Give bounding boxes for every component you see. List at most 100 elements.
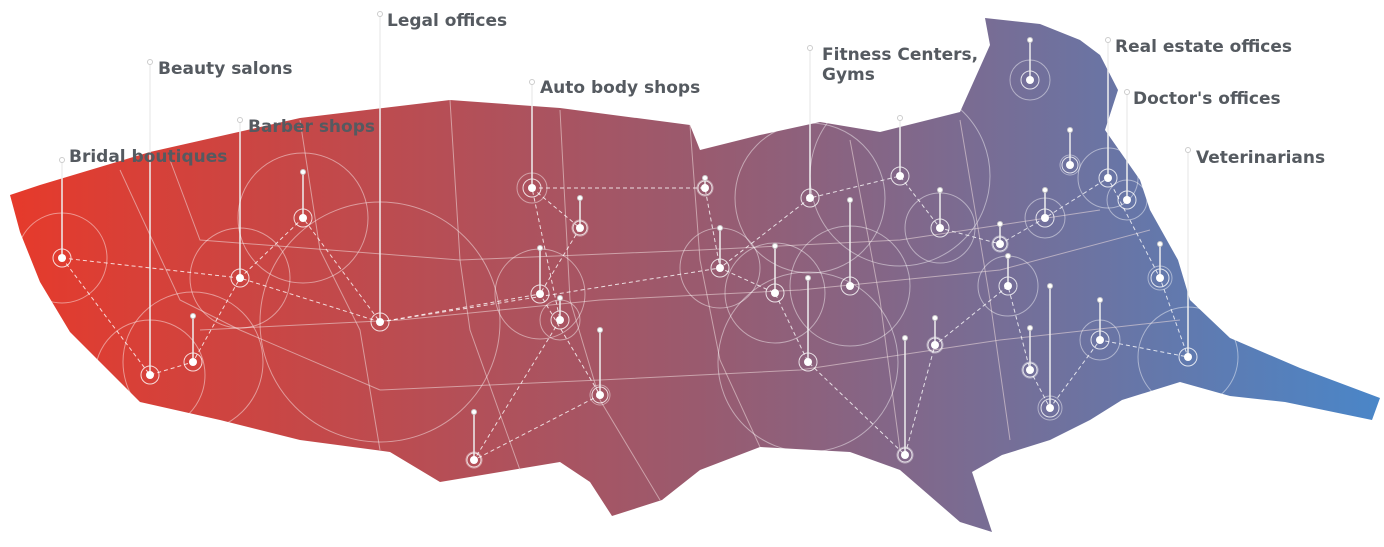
pin-dot [1066, 161, 1074, 169]
pin-head [577, 195, 583, 201]
pin-head [897, 115, 903, 121]
pin-head [237, 117, 243, 123]
location-pin [1021, 325, 1039, 379]
pin-head [932, 315, 938, 321]
label-doctors-offices: Doctor's offices [1133, 89, 1281, 109]
pin-dot [236, 274, 244, 282]
location-pin [734, 45, 886, 274]
location-pin [809, 85, 991, 267]
location-pin [724, 242, 826, 344]
us-outline [10, 18, 1380, 532]
pin-head [147, 59, 153, 65]
pin-head [597, 327, 603, 333]
location-pin [589, 327, 611, 406]
pin-head [902, 335, 908, 341]
pin-head [997, 221, 1003, 227]
pin-dot [1096, 336, 1104, 344]
pin-head [557, 295, 563, 301]
pin-dot [936, 224, 944, 232]
location-pin [904, 187, 976, 264]
pin-dot [716, 264, 724, 272]
pin-dot [1046, 404, 1054, 412]
location-pin [679, 225, 761, 309]
label-real-estate-offices: Real estate offices [1115, 37, 1293, 57]
pin-dot [189, 358, 197, 366]
pin-dot [146, 371, 154, 379]
pin-head [805, 275, 811, 281]
pin-dot [1004, 282, 1012, 290]
pin-head [702, 175, 708, 181]
pin-dot [846, 282, 854, 290]
pin-dot [771, 289, 779, 297]
pin-head [59, 157, 65, 163]
label-legal-offices: Legal offices [387, 11, 508, 31]
pin-head [537, 245, 543, 251]
location-pin [896, 335, 914, 464]
location-pin [717, 271, 899, 453]
label-auto-body-shops: Auto body shops [540, 78, 701, 98]
pin-dot [896, 172, 904, 180]
pin-range-ring [237, 152, 369, 284]
pin-dot [806, 194, 814, 202]
pin-dot [1123, 196, 1131, 204]
location-pin [926, 315, 944, 354]
pin-dot [1156, 274, 1164, 282]
location-pin [1137, 147, 1239, 408]
label-fitness-centers: Fitness Centers, [822, 45, 979, 65]
location-pin [1106, 89, 1148, 221]
pin-dot [1026, 366, 1034, 374]
location-pin [539, 295, 581, 341]
pin-head [529, 79, 535, 85]
pin-head [847, 197, 853, 203]
pin-head [1047, 283, 1053, 289]
pin-dot [58, 254, 66, 262]
location-pin [571, 195, 589, 237]
pin-range-ring [809, 85, 991, 267]
pin-dot [299, 214, 307, 222]
pin-dot [470, 456, 478, 464]
label-beauty-salons: Beauty salons [158, 59, 293, 79]
pin-dot [1184, 353, 1192, 361]
location-pin [237, 152, 369, 284]
location-pin [696, 175, 714, 197]
pin-dot [556, 316, 564, 324]
location-pin [1059, 127, 1081, 176]
location-pin [189, 117, 291, 329]
pin-head [1042, 187, 1048, 193]
location-pin [991, 221, 1009, 253]
location-pin [1024, 187, 1066, 239]
pin-head [937, 187, 943, 193]
label-gyms: Gyms [822, 65, 875, 85]
pin-dot [576, 224, 584, 232]
pin-head [717, 225, 723, 231]
pin-dot [931, 341, 939, 349]
location-pin [1009, 37, 1051, 101]
pin-head [1124, 89, 1130, 95]
location-pin [789, 197, 911, 347]
location-pin [465, 409, 483, 469]
pin-dot [536, 290, 544, 298]
pin-head [1185, 147, 1191, 153]
label-barber-shops: Barber shops [248, 117, 376, 137]
pin-head [807, 45, 813, 51]
location-pin [1079, 297, 1121, 361]
pin-head [1067, 127, 1073, 133]
location-pin [259, 11, 501, 443]
location-pin [977, 253, 1039, 317]
pin-dot [996, 240, 1004, 248]
pin-head [190, 313, 196, 319]
location-pin [516, 79, 548, 204]
location-pin [1147, 241, 1173, 291]
pin-dot [1026, 76, 1034, 84]
pin-range-ring [122, 291, 264, 433]
pin-dot [1041, 214, 1049, 222]
location-pin [494, 245, 586, 340]
pin-head [1097, 297, 1103, 303]
label-bridal-boutiques: Bridal boutiques [69, 147, 228, 167]
pin-dot [901, 451, 909, 459]
pin-head [1027, 37, 1033, 43]
pin-head [1157, 241, 1163, 247]
pin-head [377, 11, 383, 17]
